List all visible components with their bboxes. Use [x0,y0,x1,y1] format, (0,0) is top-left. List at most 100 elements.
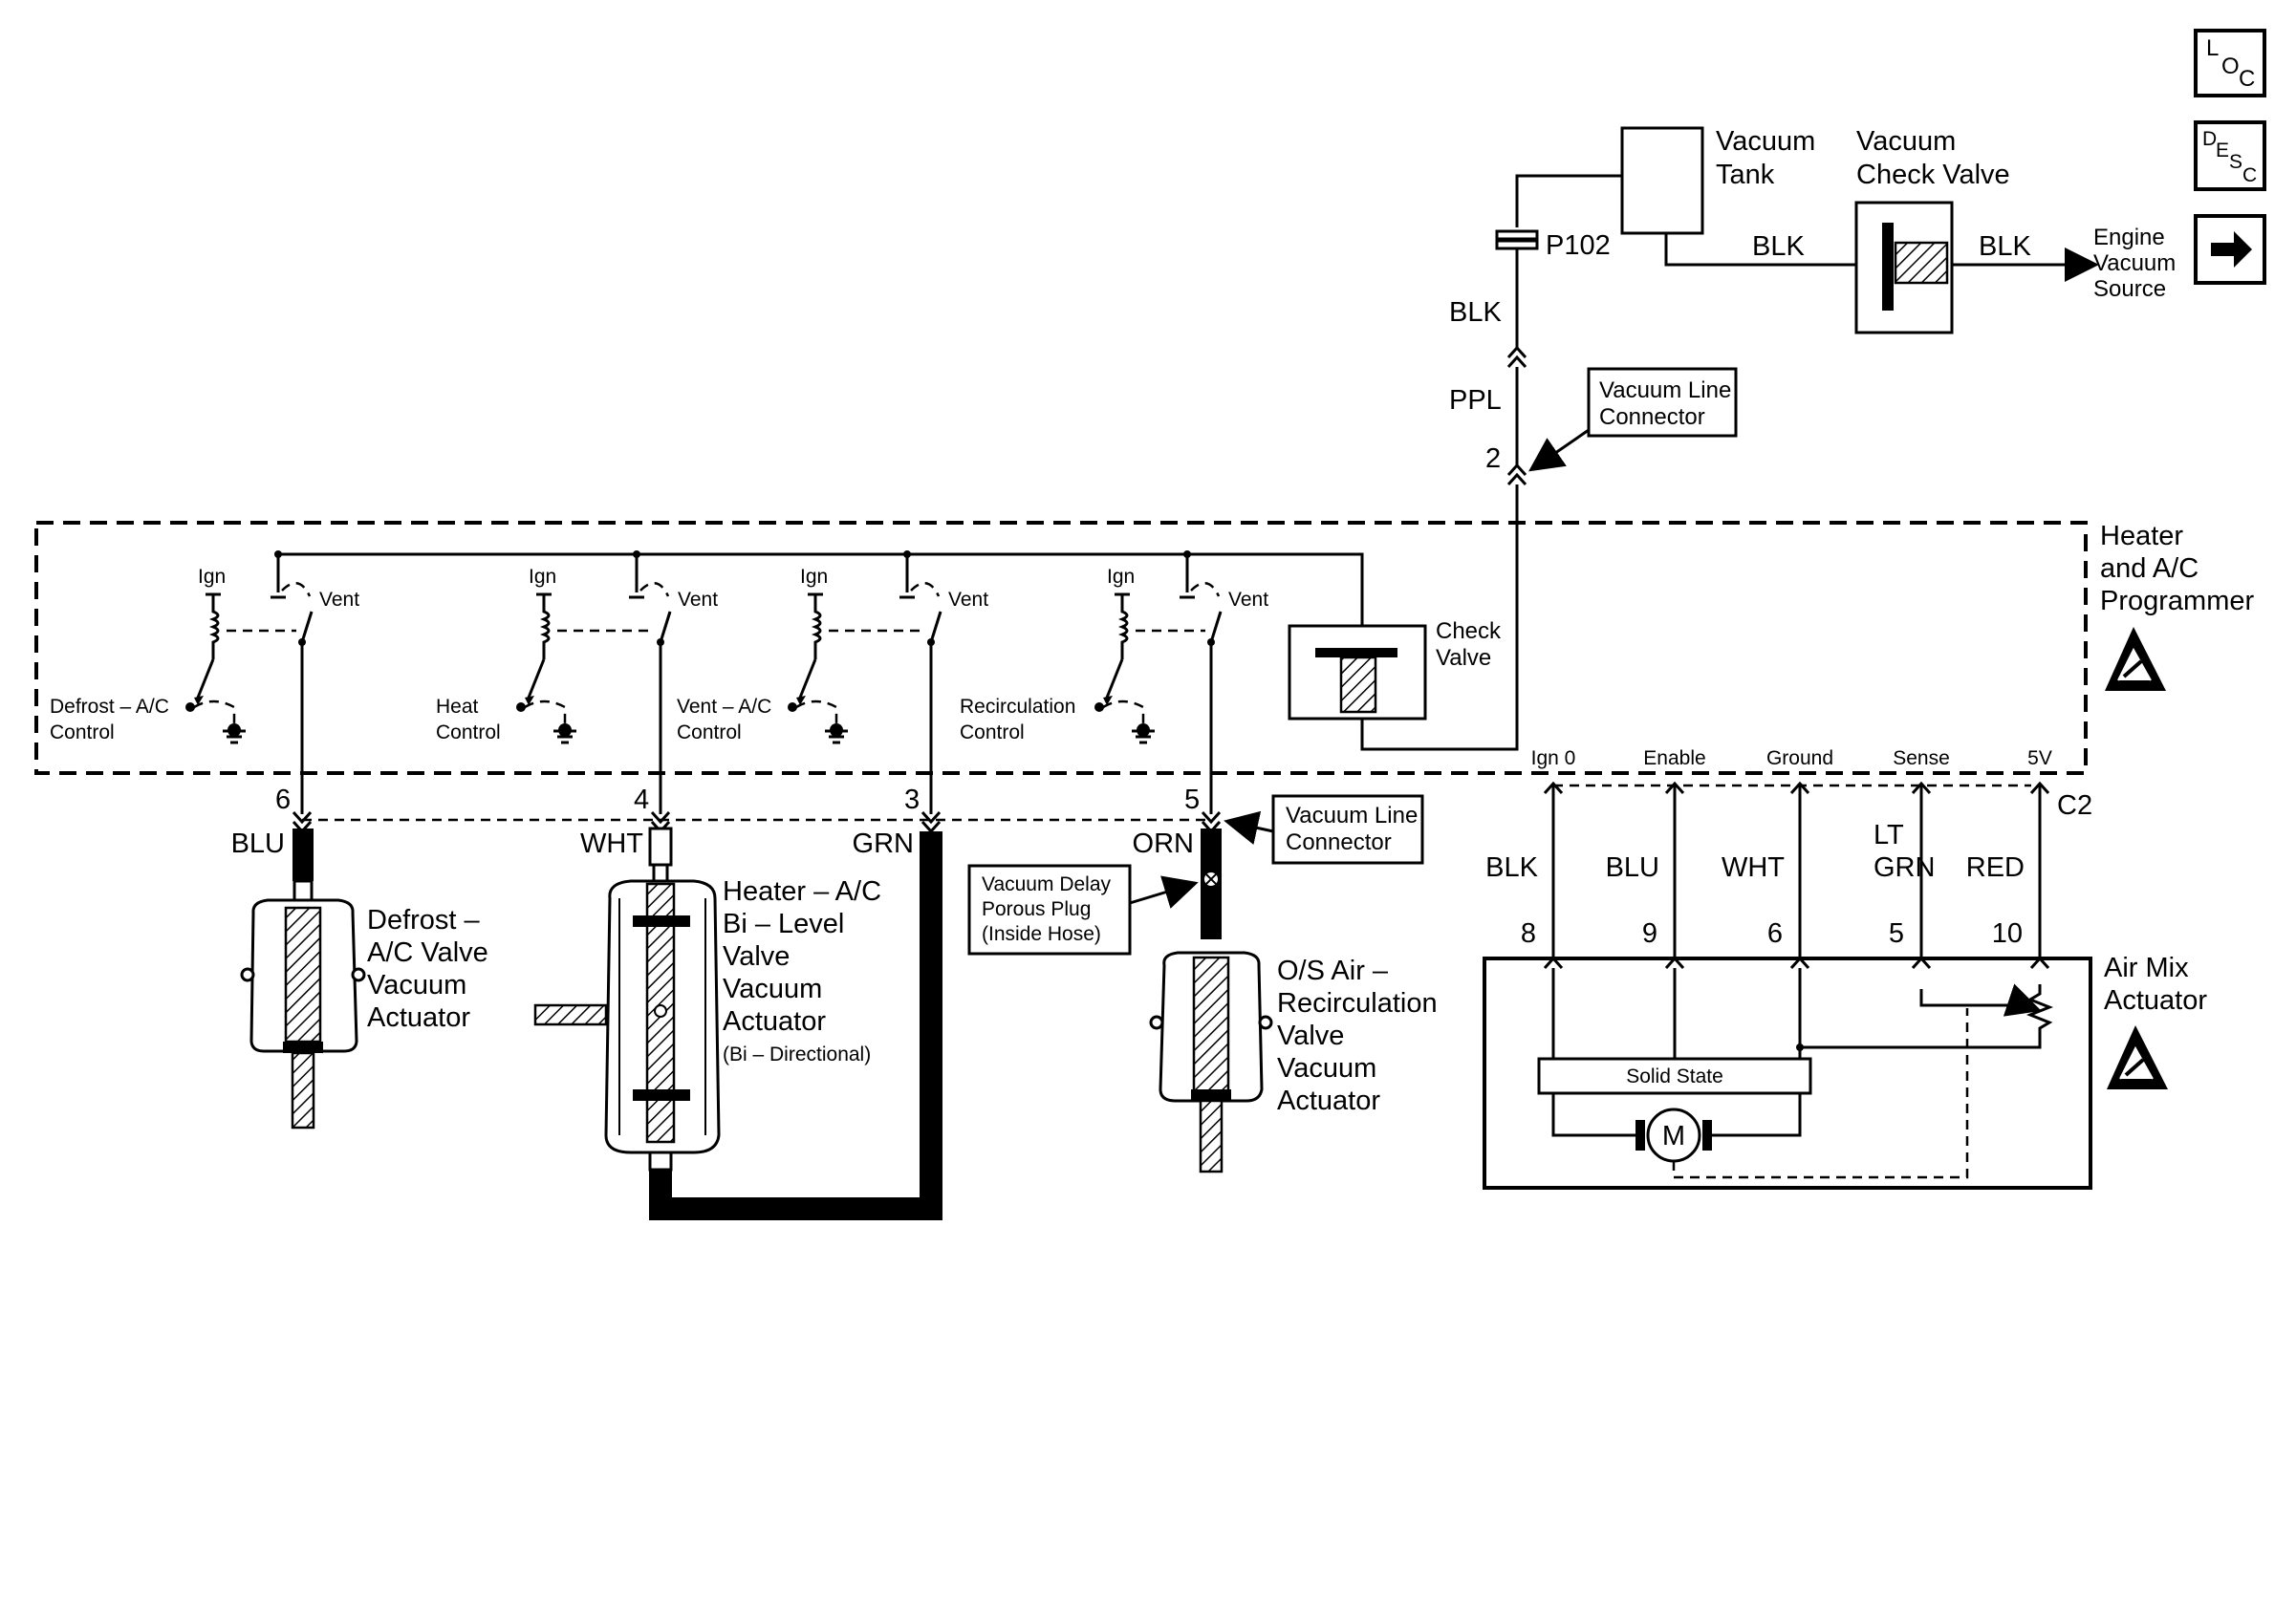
wire-color-label: BLK [1485,852,1538,883]
desc-letter-e: E [2216,140,2229,161]
programmer-check-valve: Check Valve [1288,618,1502,721]
p102-splice: P102 [1495,229,1611,261]
heater-actuator-label-1: Heater – A/C [723,876,881,907]
pin-2-connector [1506,463,1527,486]
vacuum-line-connector-callout: Vacuum Line Connector [1587,367,1738,438]
ign-coil [1117,594,1129,659]
defrost-actuator-label-1: Defrost – [367,905,481,936]
output-pin-label: 4 [634,785,649,815]
esd-warning-icon [2107,1025,2168,1089]
blk-vertical-label: BLK [1449,297,1502,328]
control-label-1: Defrost – A/C [50,696,169,718]
tank-feed-line [1515,174,1622,227]
ground-junction [1796,1044,1804,1051]
control-label-1: Recirculation [960,696,1075,718]
delay-plug-label-3: (Inside Hose) [982,923,1101,945]
heater-bilevel-actuator [533,827,721,1172]
signal-label: Sense [1893,747,1950,769]
wire-color-label: WHT [1722,852,1785,883]
ign-label: Ign [198,566,226,588]
solid-state-module: Solid State [1537,1057,1812,1095]
air-mix-wire-8: Ign 0 8 BLK [1485,747,1575,1059]
heater-actuator-label-6: (Bi – Directional) [723,1044,871,1065]
ign-label: Ign [800,566,828,588]
heater-actuator-label-3: Valve [723,941,790,972]
motor-feed-lines [1551,1093,1802,1137]
orn-connector-callout: Vacuum Line Connector [1271,794,1424,865]
heater-actuator-label-4: Vacuum [723,974,822,1004]
air-mix-pin-label: 6 [1767,918,1783,949]
programmer-title-1: Heater [2100,521,2183,551]
desc-letter-s: S [2229,151,2242,173]
callout-pointer [1528,428,1590,472]
signal-label: Enable [1643,747,1705,769]
engine-source-label-3: Source [2093,276,2166,302]
orn-callout-label-1: Vacuum Line [1286,803,1418,829]
wire-color-label-2: GRN [1874,852,1935,883]
hose-connector [921,810,942,834]
output-pin-label: 5 [1184,785,1200,815]
orn-callout-pointer [1224,810,1274,845]
motor-label: M [1662,1121,1685,1151]
programmer-check-valve-label-2: Valve [1436,645,1491,671]
air-mix-title-2: Actuator [2104,985,2207,1016]
signal-label: Ign 0 [1531,747,1576,769]
callout-label-2: Connector [1599,404,1705,430]
recirc-actuator-label-5: Actuator [1277,1086,1380,1116]
engine-source-label-2: Vacuum [2093,250,2176,276]
blk-ppl-connector [1506,345,1527,369]
motor-icon: M [1635,1108,1712,1163]
desc-letter-c: C [2242,164,2257,186]
next-page-button[interactable] [2194,214,2266,285]
control-label-1: Heat [436,696,479,718]
air-mix-pin-label: 9 [1642,918,1657,949]
recirc-actuator-label-3: Valve [1277,1021,1344,1051]
vent-label: Vent [678,589,718,611]
sense-wiper-line [1919,989,2025,1007]
output-pin-label: 3 [904,785,920,815]
vacuum-delay-plug-callout: Vacuum Delay Porous Plug (Inside Hose) [967,864,1132,956]
ign-coil [539,594,551,659]
output-pin-label: 6 [275,785,291,815]
desc-button[interactable]: D E S C [2194,120,2266,191]
vacuum-tank: Vacuum Tank [1620,126,1815,235]
vacuum-tank-label-1: Vacuum [1716,126,1815,157]
check-valve-label-2: Check Valve [1856,160,2010,190]
ign-coil [208,594,220,659]
orn-callout-label-2: Connector [1286,829,1392,855]
check-valve-label-1: Vacuum [1856,126,1956,157]
air-mix-wires: Ign 08BLKEnable9BLUGround6WHTSense5LTGRN… [1485,747,2052,1059]
output-color-label: WHT [580,829,643,859]
control-label-2: Control [436,721,501,743]
wire-color-label-1: LT [1874,820,1904,850]
pin-2-label: 2 [1485,443,1501,474]
arrow-right-icon [2211,231,2252,268]
solid-state-label: Solid State [1626,1065,1723,1087]
p102-label: P102 [1546,230,1611,261]
loc-letter-c: C [2239,66,2255,92]
programmer-title-3: Programmer [2100,586,2254,616]
defrost-actuator-label-3: Vacuum [367,970,466,1001]
delay-plug-label-2: Porous Plug [982,898,1091,920]
air-mix-title-1: Air Mix [2104,953,2189,983]
vent-label: Vent [1228,589,1268,611]
control-label-2: Control [960,721,1025,743]
delay-plug-pointer [1129,875,1199,909]
potentiometer-wiper [2003,983,2042,1017]
ppl-to-check-valve-line [1360,484,1519,751]
recirc-actuator-label-4: Vacuum [1277,1053,1376,1084]
desc-letter-d: D [2202,128,2217,150]
loc-button[interactable]: L O C [2194,29,2266,97]
heater-actuator-label-5: Actuator [723,1006,826,1037]
output-color-label: BLU [231,829,285,859]
air-mix-pin-label: 8 [1521,918,1536,949]
